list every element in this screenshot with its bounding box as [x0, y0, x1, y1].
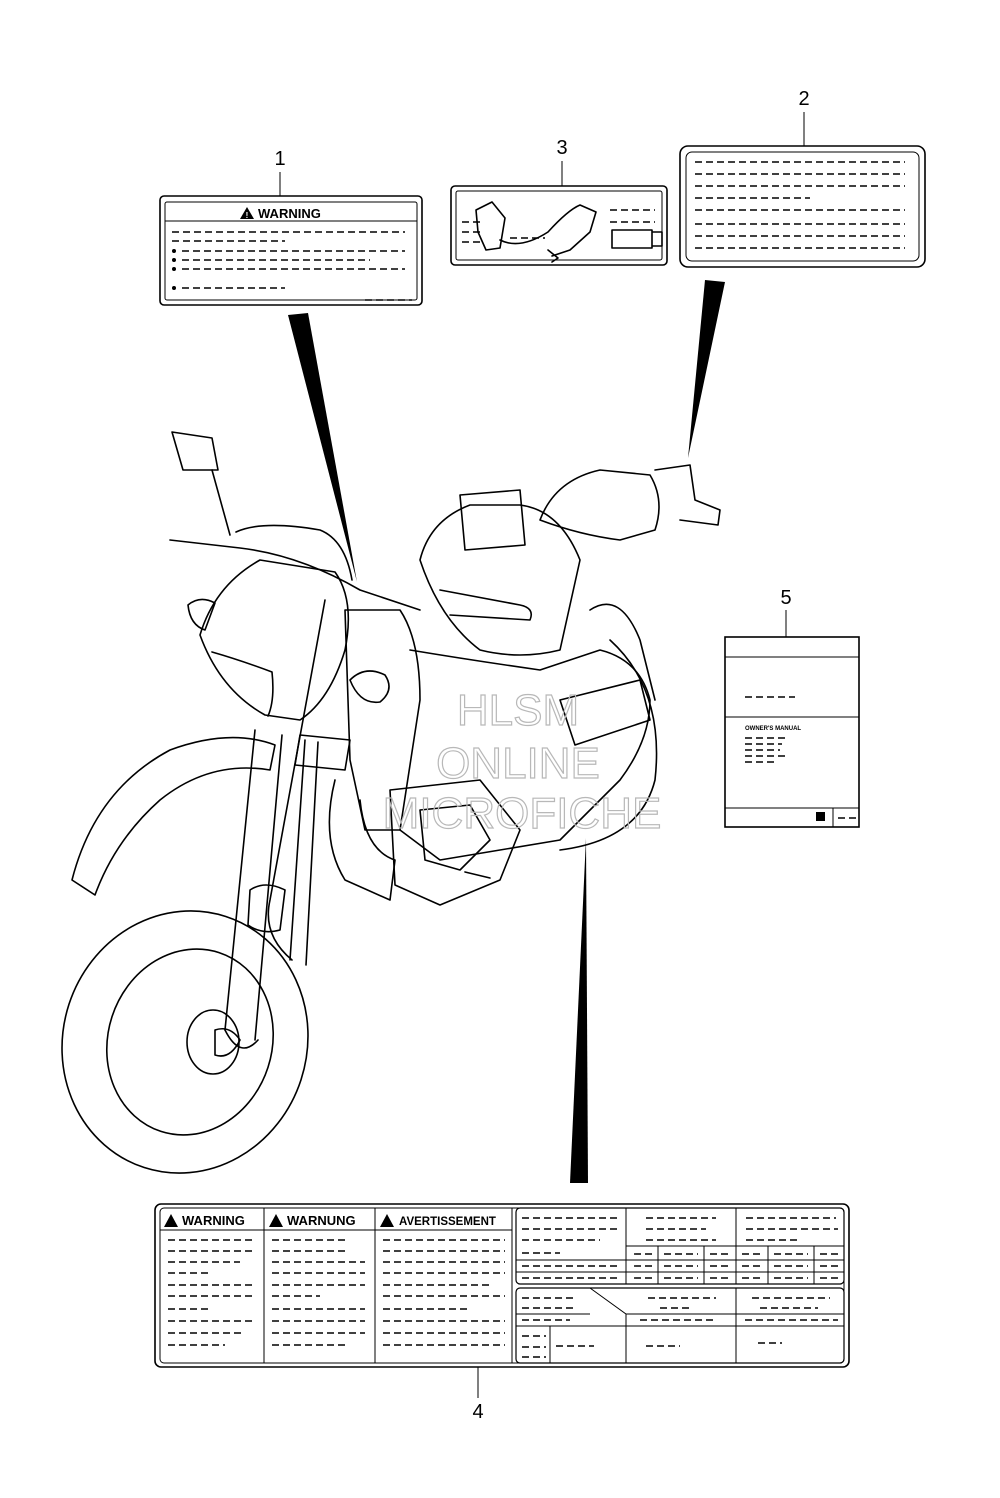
callouts: 1 2 3 4 5: [274, 88, 809, 1423]
watermark-line-2: ONLINE: [436, 739, 600, 788]
warning-triangle-icon: [164, 1214, 178, 1227]
callout-number-4: 4: [472, 1401, 483, 1423]
label-1-heading: WARNING: [258, 206, 321, 221]
label-2: [679, 145, 926, 268]
watermark: HLSM ONLINE MICROFICHE: [382, 685, 662, 838]
callout-number-3: 3: [556, 137, 567, 159]
callout-number-2: 2: [798, 88, 809, 110]
label-3: [450, 185, 668, 266]
label-4-multilingual-warning: WARNING WARNUNG AVERTISSEMENT: [154, 1203, 850, 1368]
svg-text:!: !: [246, 211, 249, 220]
watermark-line-3: MICROFICHE: [383, 789, 662, 838]
leader-pointer-4: [570, 838, 588, 1183]
label-4-heading-de: WARNUNG: [287, 1213, 356, 1228]
leader-pointer-1: [288, 313, 357, 582]
label-5-title: OWNER'S MANUAL: [745, 726, 801, 732]
callout-number-1: 1: [274, 148, 285, 170]
label-1-warning: ! WARNING: [159, 195, 423, 306]
label-5-owners-manual: OWNER'S MANUAL: [724, 636, 860, 828]
suzuki-logo-icon: [816, 812, 825, 821]
leader-pointer-2: [688, 280, 725, 458]
label-4-heading-en: WARNING: [182, 1213, 245, 1228]
watermark-line-1: HLSM: [457, 686, 579, 735]
leader-pointers: [288, 280, 725, 1183]
warning-triangle-icon: [380, 1214, 394, 1227]
warning-triangle-icon: [269, 1214, 283, 1227]
motorcycle-illustration: [61, 431, 721, 1174]
callout-number-5: 5: [780, 587, 791, 609]
warning-triangle-icon: [240, 207, 254, 219]
chain-tool-icon: [475, 201, 506, 251]
label-4-heading-fr: AVERTISSEMENT: [399, 1216, 496, 1228]
